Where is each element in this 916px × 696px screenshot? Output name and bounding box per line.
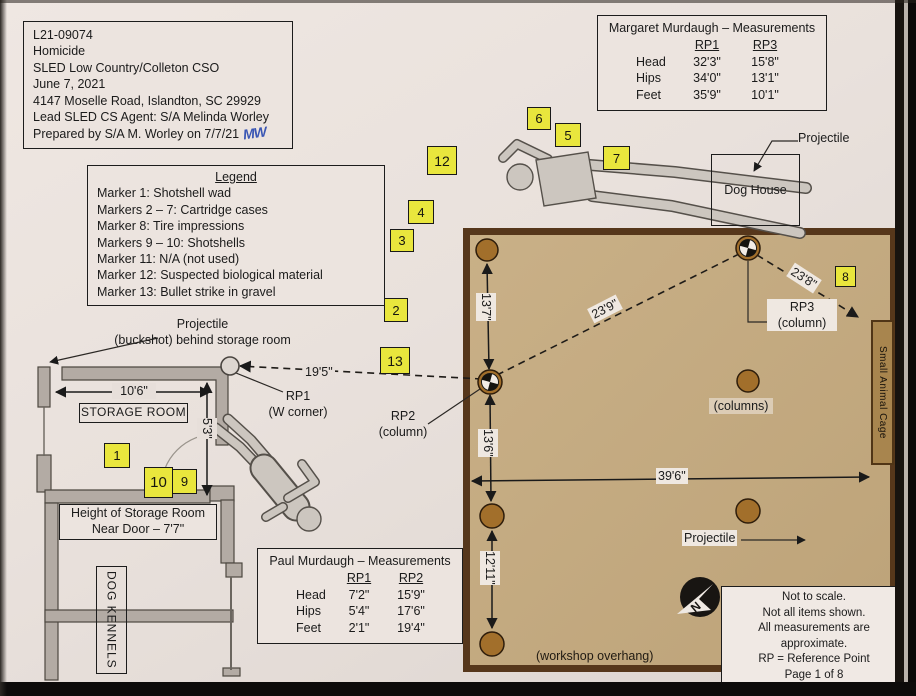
row-label: Head [636,54,666,69]
evidence-marker-2: 2 [384,298,408,322]
body-figure-paul [210,413,322,532]
case-prepared: Prepared by S/A M. Worley on 7/7/21 MW [33,123,267,143]
margaret-title: Margaret Murdaugh – Measurements [608,21,816,35]
north-arrow: N [677,577,720,617]
evidence-marker-6: 6 [527,107,551,130]
case-info-box: L21-09074 Homicide SLED Low Country/Coll… [23,21,293,149]
cell: 19'4" [397,620,425,635]
projectile-doghouse-label: Projectile [798,131,850,145]
evidence-marker-12: 12 [427,146,457,175]
legend-item: Markers 9 – 10: Shotshells [97,235,245,250]
photo-edge-bottom [0,682,916,696]
reference-dashed-lines [238,252,860,380]
note-line: Page 1 of 8 [784,668,844,681]
legend-item: Marker 13: Bullet strike in gravel [97,284,276,299]
legend-item: Marker 11: N/A (not used) [97,252,240,267]
dim-5-3: 5'3" [197,418,217,439]
rp1-point [220,356,240,376]
storage-room-walls [36,366,243,681]
legend-title: Legend [215,170,257,184]
notes-box: Not to scale. Not all items shown. All m… [721,586,907,688]
margaret-measurements-box: Margaret Murdaugh – Measurements RP1 RP3… [597,15,827,112]
cell: 5'4" [348,604,370,619]
cell: 2'1" [348,620,370,635]
storage-room-label: STORAGE ROOM [79,403,188,423]
cell: 7'2" [348,587,370,602]
dim-10-6: 10'6" [112,383,156,399]
cell: 32'3" [693,54,721,69]
note-line: All measurements are approximate. [758,622,870,650]
case-agency: SLED Low Country/Colleton CSO [33,60,220,75]
photo-edge-left [0,0,7,696]
cell: 13'1" [751,71,779,86]
dim-13-7: 13'7" [476,293,496,321]
dim-19-5: 19'5" [303,364,335,380]
dog-house: Dog House [711,154,800,226]
legend-item: Markers 2 – 7: Cartridge cases [97,202,268,217]
evidence-marker-4: 4 [408,200,434,224]
evidence-marker-5: 5 [555,123,581,147]
col-header-rp1: RP1 [346,571,372,586]
case-type: Homicide [33,44,86,59]
col-header-rp2: RP2 [398,571,424,586]
evidence-marker-3: 3 [390,229,414,252]
evidence-marker-13: 13 [380,347,410,374]
row-label: Hips [636,71,662,86]
handwritten-initials: MW [241,123,267,143]
photo-edge-right [895,0,916,696]
dim-13-6: 13'6" [478,429,498,457]
storage-height-note: Height of Storage Room Near Door – 7'7" [59,504,217,540]
photo-edge-top [0,0,916,3]
rp2-label: RP2 (column) [378,409,428,439]
cell: 15'9" [397,587,425,602]
cell: 35'9" [693,87,721,102]
cell: 15'8" [751,54,779,69]
evidence-marker-1: 1 [104,443,130,468]
legend-item: Marker 1: Shotshell wad [97,186,232,201]
dim-39-6: 39'6" [656,468,688,484]
note-line: RP = Reference Point [758,653,870,666]
rp1-label: RP1 (W corner) [268,389,328,419]
case-number: L21-09074 [33,28,93,42]
paul-measurements-box: Paul Murdaugh – Measurements RP1 RP2 Hea… [257,548,463,645]
cell: 10'1" [751,87,779,102]
cell: 34'0" [693,71,721,86]
note-line: Not all items shown. [762,606,866,619]
row-label: Hips [296,604,322,619]
legend-item: Marker 12: Suspected biological material [97,268,323,283]
case-date: June 7, 2021 [33,77,106,92]
rp3-label: RP3 (column) [767,299,837,331]
dim-12-11: 12'11" [480,551,500,585]
paul-title: Paul Murdaugh – Measurements [269,554,451,568]
rp2-target [481,373,499,391]
projectile-buckshot-label: Projectile (buckshot) behind storage roo… [114,317,291,347]
row-label: Head [296,587,326,602]
col-header-rp1: RP1 [694,38,720,53]
leader-lines [49,140,806,545]
projectile-workshop-label: Projectile [682,530,738,546]
evidence-marker-10: 10 [144,467,173,498]
dog-kennels-label-box: DOG KENNELS [96,566,127,674]
legend-box: Legend Marker 1: Shotshell wad Markers 2… [87,165,385,307]
rp3-target [739,239,757,257]
case-address: 4147 Moselle Road, Islandton, SC 29929 [33,93,261,108]
evidence-marker-8: 8 [835,266,856,287]
row-label: Feet [636,87,662,102]
cell: 17'6" [397,604,425,619]
case-agent: Lead SLED CS Agent: S/A Melinda Worley [33,110,270,125]
small-animal-cage-label: Small Animal Cage [877,346,888,439]
dog-house-label: Dog House [724,182,787,197]
col-header-rp3: RP3 [752,38,778,53]
evidence-marker-9: 9 [172,469,197,494]
evidence-marker-7: 7 [603,146,630,170]
small-animal-cage: Small Animal Cage [871,320,894,465]
legend-item: Marker 8: Tire impressions [97,219,245,234]
row-label: Feet [296,620,322,635]
columns-label: (columns) [709,398,773,414]
dog-kennels-label: DOG KENNELS [104,571,119,669]
note-line: Not to scale. [782,591,846,603]
workshop-overhang-label: (workshop overhang) [536,649,654,663]
